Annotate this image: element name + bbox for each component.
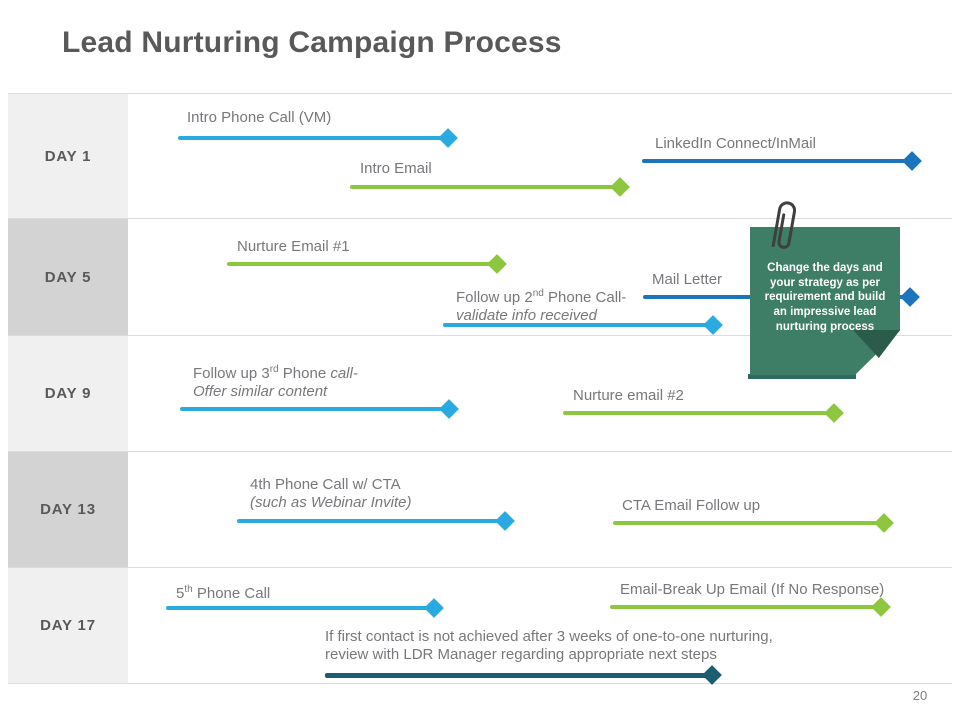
followup-3rd-timeline-bar bbox=[180, 407, 449, 411]
intro-email-label: Intro Email bbox=[360, 160, 432, 177]
final-note-milestone-diamond bbox=[702, 665, 722, 685]
final-note-label: If first contact is not achieved after 3… bbox=[325, 628, 773, 664]
nurture-email-1-milestone-diamond bbox=[487, 254, 507, 274]
page-title: Lead Nurturing Campaign Process bbox=[62, 26, 562, 59]
intro-phone-milestone-diamond bbox=[438, 128, 458, 148]
gridline bbox=[8, 218, 952, 219]
day-label-13: DAY 13 bbox=[8, 452, 128, 567]
cta-email-timeline-bar bbox=[613, 521, 884, 525]
intro-phone-timeline-bar bbox=[178, 136, 448, 140]
linkedin-timeline-bar bbox=[642, 159, 912, 163]
followup-2nd-sublabel: validate info received bbox=[456, 307, 597, 324]
linkedin-label: LinkedIn Connect/InMail bbox=[655, 135, 816, 152]
phone-5th-label-a: 5 bbox=[176, 585, 185, 602]
breakup-email-milestone-diamond bbox=[871, 597, 891, 617]
followup-2nd-milestone-diamond bbox=[703, 315, 723, 335]
linkedin-milestone-diamond bbox=[902, 151, 922, 171]
phone-4th-milestone-diamond bbox=[495, 511, 515, 531]
followup-2nd-label-b: Phone Call- bbox=[543, 289, 627, 306]
phone-5th-label-sup: th bbox=[184, 584, 193, 595]
phone-4th-sublabel: (such as Webinar Invite) bbox=[250, 494, 412, 511]
followup-3rd-label: Follow up 3rd Phone call-Offer similar c… bbox=[193, 361, 358, 401]
gridline bbox=[8, 93, 952, 94]
day-label-17: DAY 17 bbox=[8, 568, 128, 683]
final-note-line1: If first contact is not achieved after 3… bbox=[325, 628, 773, 645]
final-note-line2: review with LDR Manager regarding approp… bbox=[325, 646, 717, 663]
phone-4th-timeline-bar bbox=[237, 519, 505, 523]
followup-2nd-timeline-bar bbox=[443, 323, 713, 327]
gridline bbox=[8, 335, 952, 336]
final-note-timeline-bar bbox=[325, 673, 712, 678]
breakup-email-timeline-bar bbox=[610, 605, 881, 609]
phone-4th-label: 4th Phone Call w/ CTA(such as Webinar In… bbox=[250, 476, 411, 512]
sticky-note-text: Change the days and your strategy as per… bbox=[764, 262, 886, 333]
followup-3rd-label-italic: call- bbox=[330, 365, 358, 382]
followup-3rd-sublabel: Offer similar content bbox=[193, 383, 328, 400]
followup-2nd-label-sup: nd bbox=[532, 288, 544, 299]
followup-2nd-label-a: Follow up 2 bbox=[456, 289, 533, 306]
nurture-email-1-timeline-bar bbox=[227, 262, 497, 266]
gridline bbox=[8, 683, 952, 684]
phone-4th-label-main: 4th Phone Call w/ CTA bbox=[250, 476, 401, 493]
phone-5th-milestone-diamond bbox=[424, 598, 444, 618]
intro-email-timeline-bar bbox=[350, 185, 620, 189]
phone-5th-label-b: Phone Call bbox=[192, 585, 271, 602]
followup-3rd-label-a: Follow up 3 bbox=[193, 365, 270, 382]
followup-2nd-label: Follow up 2nd Phone Call-validate info r… bbox=[456, 285, 626, 325]
cta-email-milestone-diamond bbox=[874, 513, 894, 533]
paperclip-icon bbox=[761, 197, 805, 265]
day-label-1: DAY 1 bbox=[8, 94, 128, 218]
sticky-note: Change the days and your strategy as per… bbox=[750, 227, 900, 375]
day-label-9: DAY 9 bbox=[8, 336, 128, 451]
nurture-email-2-label: Nurture email #2 bbox=[573, 387, 684, 404]
gridline bbox=[8, 451, 952, 452]
mail-letter-label: Mail Letter bbox=[652, 271, 723, 288]
intro-email-milestone-diamond bbox=[610, 177, 630, 197]
page-number: 20 bbox=[912, 688, 928, 703]
phone-5th-timeline-bar bbox=[166, 606, 434, 610]
breakup-email-label: Email-Break Up Email (If No Response) bbox=[620, 581, 885, 598]
followup-3rd-label-sup: rd bbox=[269, 364, 279, 375]
followup-3rd-milestone-diamond bbox=[439, 399, 459, 419]
gridline bbox=[8, 567, 952, 568]
phone-5th-label: 5th Phone Call bbox=[176, 581, 270, 603]
sticky-note-underline bbox=[748, 374, 856, 379]
nurture-email-2-timeline-bar bbox=[563, 411, 834, 415]
nurture-email-1-label: Nurture Email #1 bbox=[237, 238, 350, 255]
cta-email-label: CTA Email Follow up bbox=[622, 497, 761, 514]
day-label-5: DAY 5 bbox=[8, 219, 128, 335]
followup-3rd-label-b: Phone bbox=[278, 365, 331, 382]
intro-phone-label: Intro Phone Call (VM) bbox=[187, 109, 332, 126]
mail-letter-milestone-diamond bbox=[900, 287, 920, 307]
nurture-email-2-milestone-diamond bbox=[824, 403, 844, 423]
